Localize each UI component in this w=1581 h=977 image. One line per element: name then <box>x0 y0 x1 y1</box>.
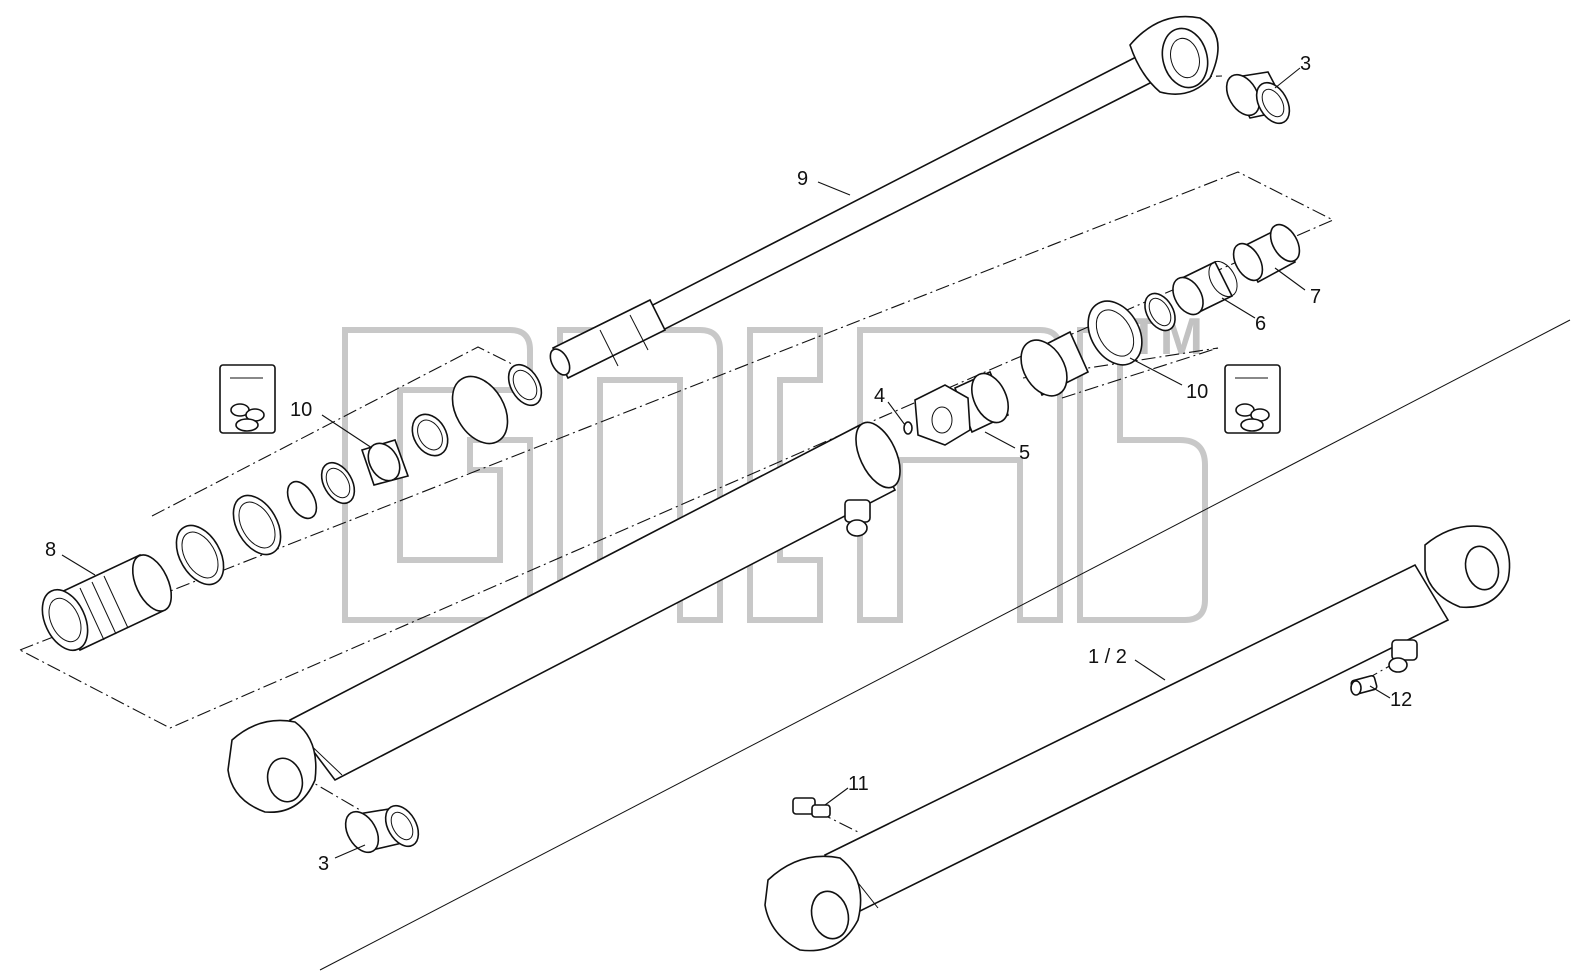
bushing-bottom <box>344 804 420 854</box>
piston-rod <box>549 15 1219 380</box>
section-divider-line <box>319 319 1571 971</box>
callout-4: 4 <box>874 385 885 407</box>
callout-12: 12 <box>1390 689 1412 711</box>
piston-nut <box>903 370 1010 446</box>
callout-10-right: 10 <box>1186 381 1208 403</box>
callout-3-top: 3 <box>1300 53 1311 75</box>
assembled-cylinder <box>764 525 1511 952</box>
callout-labels: 3 9 7 6 10 4 5 10 8 1 / 2 12 11 3 <box>45 53 1412 875</box>
fitting-straight <box>1350 675 1378 696</box>
leader-lines <box>61 67 1391 859</box>
callout-10-left: 10 <box>290 399 312 421</box>
cylinder-barrel <box>227 421 901 813</box>
fitting-elbow <box>792 797 831 818</box>
callout-6: 6 <box>1255 313 1266 335</box>
callout-11: 11 <box>848 773 869 795</box>
seal-bag-icon-right <box>1224 364 1281 434</box>
seal-kit-right <box>1020 223 1301 397</box>
seal-bag-icon-left <box>219 364 276 434</box>
callout-5: 5 <box>1019 442 1030 464</box>
callout-1-2: 1 / 2 <box>1088 646 1127 668</box>
callout-3-bottom: 3 <box>318 853 329 875</box>
callout-7: 7 <box>1310 286 1321 308</box>
cylinder-head-gland <box>41 553 173 652</box>
callout-9: 9 <box>797 168 808 190</box>
callout-8: 8 <box>45 539 56 561</box>
seal-kit-left <box>175 363 543 586</box>
bushing-top <box>1225 71 1291 125</box>
